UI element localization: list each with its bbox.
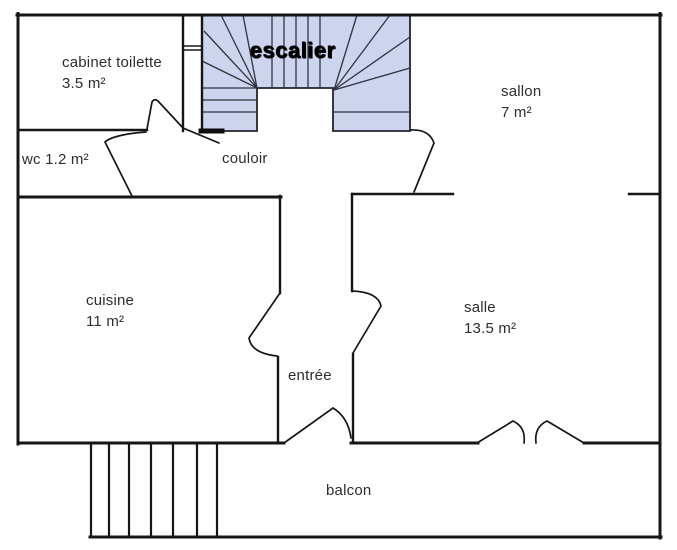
room-label-escalier: escalier	[250, 38, 336, 64]
escalier-shape	[201, 14, 411, 132]
stair-tread	[333, 14, 391, 91]
door-swings	[103, 98, 585, 444]
door-cabinet-toilette	[146, 98, 220, 144]
door-sallon	[410, 129, 435, 193]
exterior-stairs	[89, 441, 219, 539]
walls	[15, 12, 663, 540]
stair-tread	[333, 36, 411, 91]
stair-tread	[333, 14, 358, 91]
door-entree-balcon	[283, 406, 352, 444]
room-name: salle	[464, 299, 496, 316]
stair-tread	[242, 14, 258, 89]
stair-tread	[203, 30, 258, 89]
door-wc	[103, 131, 147, 197]
room-name: escalier	[250, 38, 336, 63]
room-label-cabinet-toilette: cabinet toilette 3.5 m²	[62, 52, 162, 94]
room-label-balcon: balcon	[326, 480, 371, 501]
room-area: 3.5 m²	[62, 75, 106, 92]
door-french-left	[476, 420, 526, 444]
room-name: balcon	[326, 482, 372, 499]
room-name: cuisine	[86, 292, 135, 309]
room-area: 13.5 m²	[464, 320, 517, 337]
stair-tread	[333, 67, 411, 91]
room-label-entree: entrée	[288, 365, 332, 386]
door-salle	[351, 290, 382, 354]
room-label-salle: salle 13.5 m²	[464, 297, 516, 339]
escalier-area	[201, 14, 411, 132]
stair-tread	[220, 14, 258, 89]
door-french-right	[534, 420, 585, 444]
room-label-wc: wc 1.2 m²	[22, 149, 89, 170]
room-area: 11 m²	[86, 313, 125, 330]
room-name: sallon	[501, 83, 542, 100]
escalier-treads	[201, 14, 411, 113]
room-name: cabinet toilette	[62, 54, 162, 71]
room-area: 7 m²	[501, 104, 532, 121]
room-name: entrée	[288, 367, 332, 384]
room-label-sallon: sallon 7 m²	[501, 81, 541, 123]
stair-tread	[201, 60, 258, 89]
door-cuisine	[248, 292, 281, 357]
room-name: couloir	[222, 150, 268, 167]
room-name: wc 1.2 m²	[22, 151, 89, 168]
room-label-couloir: couloir	[222, 148, 268, 169]
room-label-cuisine: cuisine 11 m²	[86, 290, 134, 332]
